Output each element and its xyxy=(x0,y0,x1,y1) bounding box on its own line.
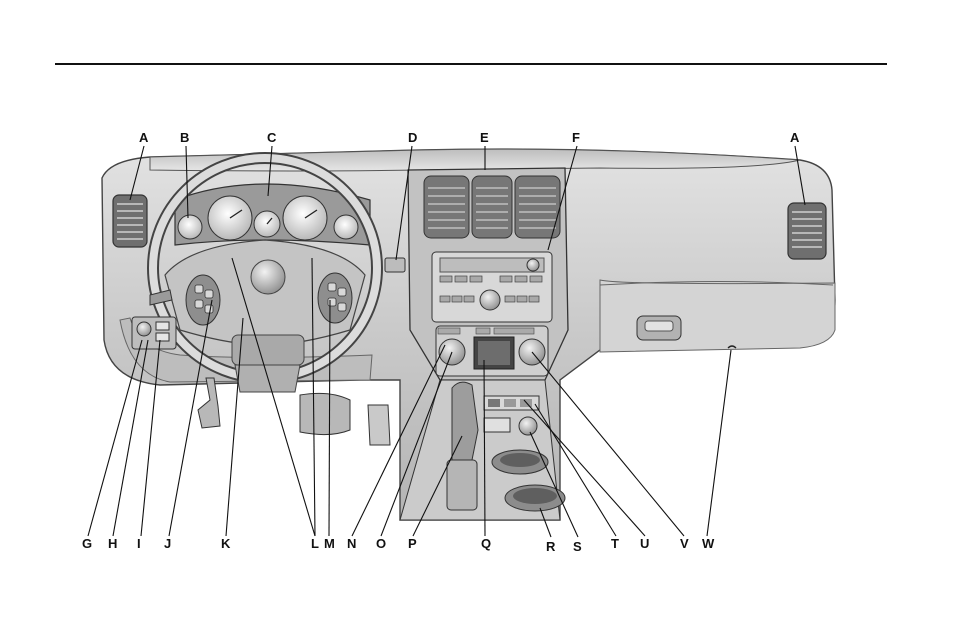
callout-bottom: R xyxy=(546,539,556,554)
callout-bottom: Q xyxy=(481,536,491,551)
callout-top: D xyxy=(408,130,417,145)
callout-bottom: W xyxy=(702,536,715,551)
callout-top: E xyxy=(480,130,489,145)
callout-bottom: I xyxy=(137,536,141,551)
callout-bottom: N xyxy=(347,536,356,551)
callout-bottom: P xyxy=(408,536,417,551)
callout-bottom: M xyxy=(324,536,335,551)
callout-bottom: U xyxy=(640,536,649,551)
callout-top: A xyxy=(139,130,149,145)
hood-release-handle xyxy=(385,258,405,272)
right-side-air-vent xyxy=(788,203,826,259)
callout-top: B xyxy=(180,130,189,145)
power-outlet xyxy=(519,417,537,435)
callout-bottom: S xyxy=(573,539,582,554)
callout-bottom: H xyxy=(108,536,117,551)
center-air-vents xyxy=(424,176,560,238)
left-switch-panel xyxy=(132,317,176,349)
callout-bottom: V xyxy=(680,536,689,551)
callout-bottom: L xyxy=(311,536,319,551)
callout-top: F xyxy=(572,130,580,145)
callout-bottom: J xyxy=(164,536,171,551)
callout-top: C xyxy=(267,130,277,145)
callout-bottom: G xyxy=(82,536,92,551)
callout-bottom: O xyxy=(376,536,386,551)
callout-top: A xyxy=(790,130,800,145)
callout-bottom: T xyxy=(611,536,619,551)
callout-bottom: K xyxy=(221,536,231,551)
left-side-air-vent xyxy=(113,195,147,247)
center-stack xyxy=(408,168,568,380)
